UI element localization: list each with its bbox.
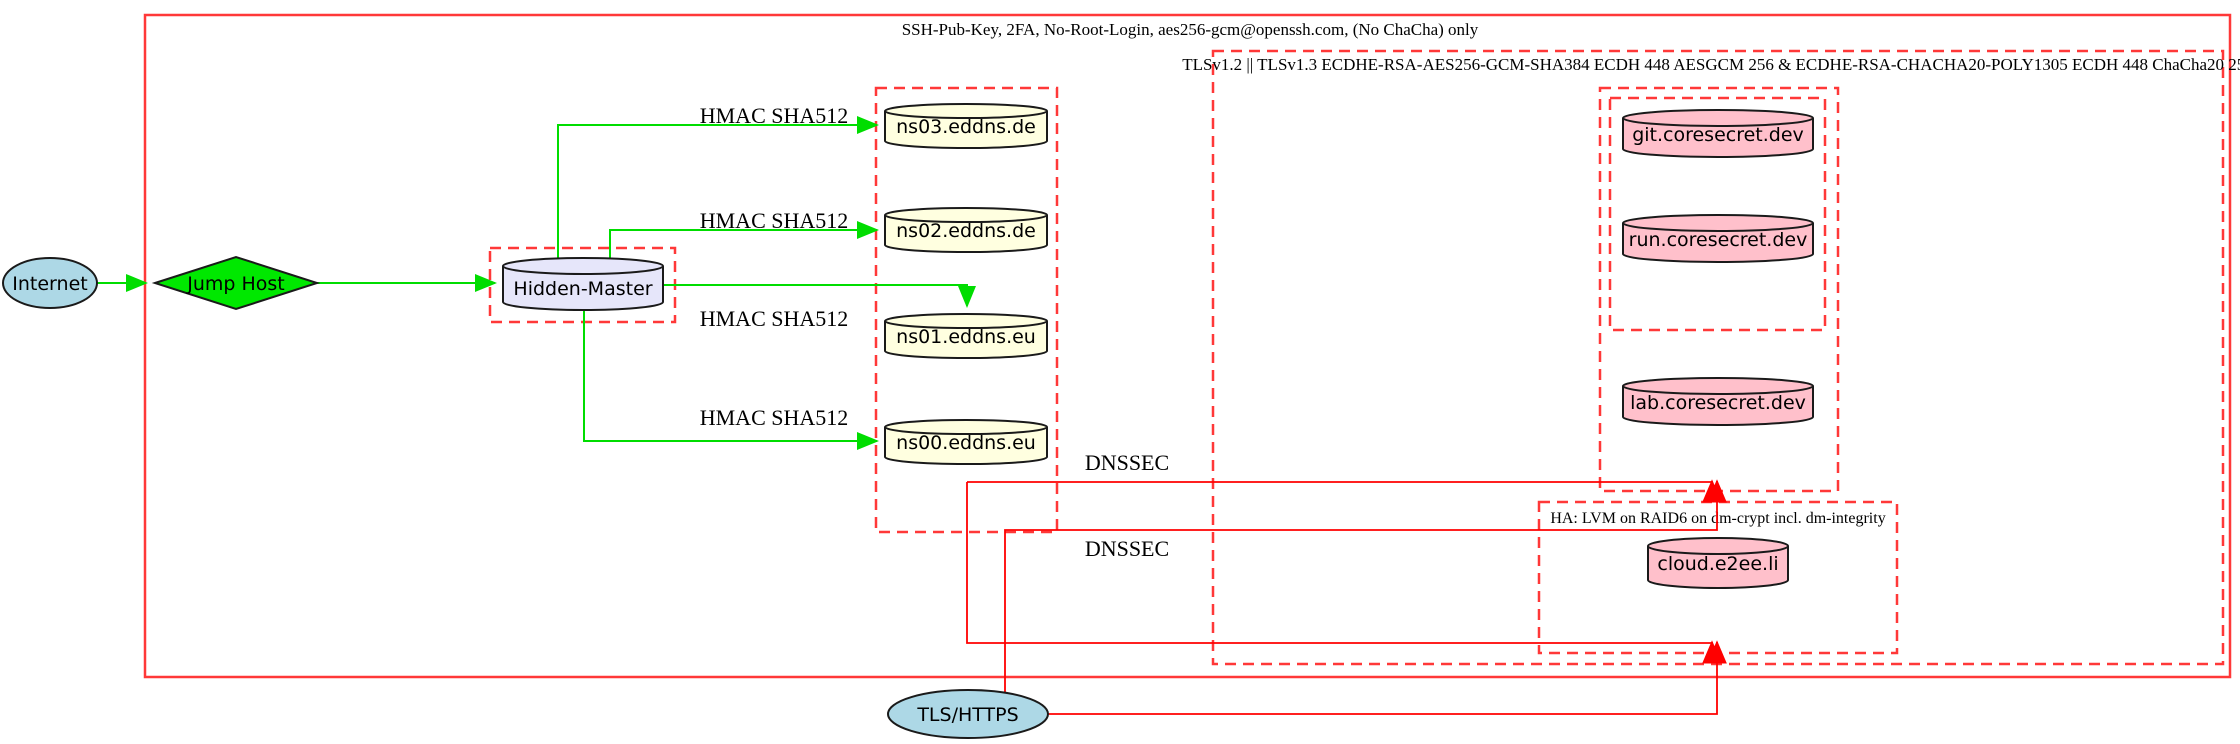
node-cloud: cloud.e2ee.li (1647, 537, 1789, 589)
ns01-cylinder (884, 313, 1048, 359)
ns02-cylinder (884, 207, 1048, 253)
hidden-master-cylinder-lid (502, 265, 664, 275)
cluster-ssh: SSH-Pub-Key, 2FA, No-Root-Login, aes256-… (143, 13, 2232, 679)
lab-cylinder (1622, 377, 1814, 426)
cloud-cylinder-lid (1647, 545, 1789, 555)
git-cylinder-lid (1622, 117, 1814, 127)
run-label: run.coresecret.dev (1629, 229, 1808, 251)
cluster-tls-label: TLSv1.2 || TLSv1.3 ECDHE-RSA-AES256-GCM-… (1182, 55, 2240, 74)
tls-https-label: TLS/HTTPS (916, 704, 1018, 726)
node-jump-host: Jump Host (151, 255, 321, 311)
edge-hiddenmaster-to-ns00 (583, 309, 879, 450)
git-cylinder (1622, 109, 1814, 158)
edge-label-hmac-ns02: HMAC SHA512 (700, 208, 849, 233)
cloud-cylinder (1647, 537, 1789, 589)
ns00-cylinder-lid (884, 426, 1048, 435)
git-label: git.coresecret.dev (1632, 124, 1804, 146)
ns01-cylinder-lid (884, 320, 1048, 329)
jump-host-label: Jump Host (186, 273, 285, 295)
edge-label-dnssec-2: DNSSEC (1085, 536, 1169, 561)
node-run: run.coresecret.dev (1622, 214, 1814, 263)
lab-cylinder-lid (1622, 385, 1814, 395)
cluster-git-run-border (1608, 96, 1827, 332)
ns00-cylinder (884, 419, 1048, 465)
ns01-label: ns01.eddns.eu (896, 326, 1036, 348)
cluster-eddns-border (874, 86, 1059, 534)
edge-tlshttps-to-coresecret (1004, 479, 1727, 692)
node-internet: Internet (2, 257, 98, 309)
node-lab: lab.coresecret.dev (1622, 377, 1814, 426)
edge-label-hmac-ns03: HMAC SHA512 (700, 103, 849, 128)
hidden-master-cylinder (502, 257, 664, 311)
ns02-label: ns02.eddns.de (896, 220, 1036, 242)
cluster-tls: TLSv1.2 || TLSv1.3 ECDHE-RSA-AES256-GCM-… (1182, 49, 2240, 666)
cloud-label: cloud.e2ee.li (1657, 553, 1778, 575)
node-ns00: ns00.eddns.eu (884, 419, 1048, 465)
node-ns02: ns02.eddns.de (884, 207, 1048, 253)
internet-ellipse (2, 257, 98, 309)
jump-host-diamond (151, 255, 321, 311)
run-cylinder-lid (1622, 222, 1814, 232)
node-ns01: ns01.eddns.eu (884, 313, 1048, 359)
tls-https-ellipse (887, 689, 1049, 739)
edge-label-hmac-ns00: HMAC SHA512 (700, 405, 849, 430)
internet-label: Internet (12, 273, 87, 295)
cluster-ssh-label: SSH-Pub-Key, 2FA, No-Root-Login, aes256-… (902, 20, 1479, 39)
edge-hiddenmaster-to-ns03 (557, 116, 879, 259)
ns02-cylinder-lid (884, 214, 1048, 223)
ns03-cylinder-lid (884, 110, 1048, 119)
cluster-ssh-border (143, 13, 2232, 679)
ns00-label: ns00.eddns.eu (896, 432, 1036, 454)
ns03-label: ns03.eddns.de (896, 116, 1036, 138)
edge-dnssec-to-coresecret (967, 479, 1722, 503)
cluster-tls-border (1211, 49, 2225, 666)
edge-hiddenmaster-to-ns01 (663, 284, 976, 308)
edge-label-dnssec-1: DNSSEC (1085, 450, 1169, 475)
node-hidden-master: Hidden-Master (502, 257, 664, 311)
edge-tlshttps-to-ha (1048, 640, 1727, 715)
hidden-master-label: Hidden-Master (513, 278, 652, 300)
run-cylinder (1622, 214, 1814, 263)
edge-hiddenmaster-to-ns02 (609, 221, 879, 259)
node-ns03: ns03.eddns.de (884, 103, 1048, 149)
cluster-ha-label: HA: LVM on RAID6 on dm-crypt incl. dm-in… (1550, 510, 1885, 527)
edge-label-hmac-ns01: HMAC SHA512 (700, 306, 849, 331)
node-git: git.coresecret.dev (1622, 109, 1814, 158)
lab-label: lab.coresecret.dev (1630, 392, 1806, 414)
edge-dnssec-to-ha (966, 482, 1722, 664)
node-tls-https: TLS/HTTPS (887, 689, 1049, 739)
ns03-cylinder (884, 103, 1048, 149)
